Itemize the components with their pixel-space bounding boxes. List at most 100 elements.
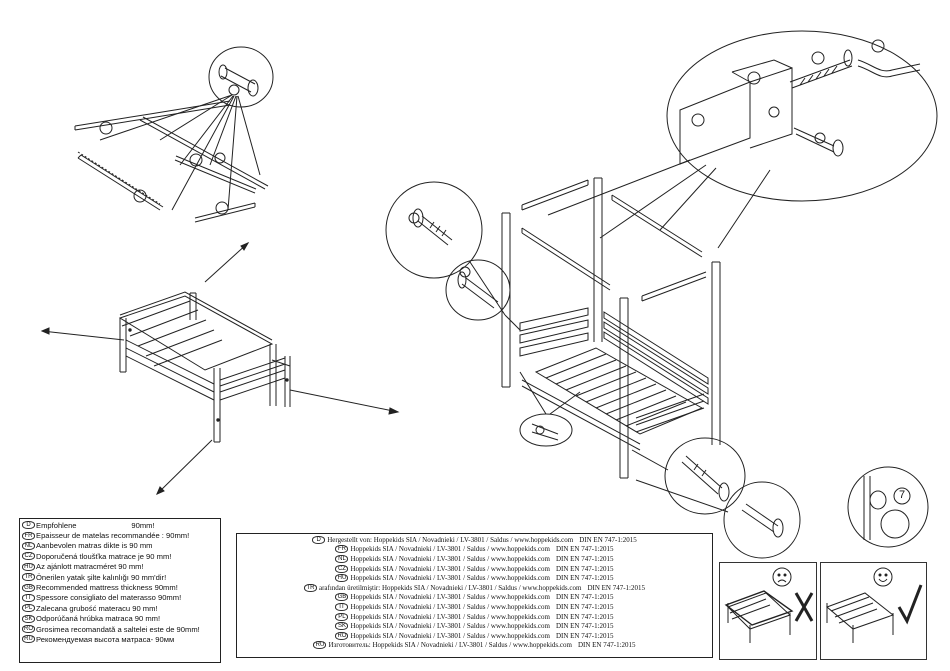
manufacturer-text: Изготовитель: Hoppekids SIA / Novadnieki… bbox=[328, 641, 572, 650]
country-code-badge: D bbox=[312, 535, 326, 544]
standard-label: DIN EN 747-1:2015 bbox=[587, 583, 646, 592]
country-code-badge: SK bbox=[335, 622, 349, 631]
bolt-zoom-mid bbox=[445, 259, 521, 331]
standard-label: DIN EN 747-1:2015 bbox=[555, 545, 614, 554]
standard-label: DIN EN 747-1:2015 bbox=[555, 593, 614, 602]
standard-label: DIN EN 747-1:2015 bbox=[555, 631, 614, 640]
country-code-badge: RU bbox=[22, 635, 35, 644]
country-code-badge: GB bbox=[335, 593, 349, 602]
manufacturer-text: arafından üretilmiştir: Hoppekids SIA / … bbox=[318, 583, 582, 592]
country-code-badge: RO bbox=[22, 625, 35, 634]
mattress-text: Doporučená tloušťka matrace je 90 mm! bbox=[36, 551, 172, 561]
bolt-zoom-bottom bbox=[635, 479, 801, 559]
bolt-zoom-bottom-right bbox=[631, 437, 746, 515]
country-code-badge: HU bbox=[22, 562, 35, 571]
rails-exploded bbox=[74, 100, 269, 223]
country-code-badge: IT bbox=[335, 602, 349, 611]
country-code-badge: CZ bbox=[22, 552, 35, 561]
manufacturer-text: Hoppekids SIA / Novadnieki / LV-3801 / S… bbox=[350, 564, 550, 573]
country-code-badge: TR bbox=[303, 583, 317, 592]
dowel-zoom-bottom bbox=[519, 371, 581, 447]
country-code-badge: GB bbox=[22, 583, 35, 592]
standard-label: DIN EN 747-1:2015 bbox=[555, 564, 614, 573]
assembled-bed bbox=[118, 291, 291, 443]
country-code-badge: NL bbox=[335, 554, 349, 563]
manufacturer-text: Hoppekids SIA / Novadnieki / LV-3801 / S… bbox=[350, 612, 550, 621]
country-code-badge: NL bbox=[22, 541, 35, 550]
right-mattress-panel bbox=[820, 562, 927, 660]
standard-label: DIN EN 747-1:2015 bbox=[579, 535, 637, 544]
standard-label: DIN EN 747-1:2015 bbox=[555, 602, 614, 611]
standard-label: DIN EN 747-1:2015 bbox=[555, 622, 614, 631]
mattress-text: Az ajánlott matracméret 90 mm! bbox=[36, 562, 144, 572]
country-code-badge: RU bbox=[313, 641, 327, 650]
happy-face-check-icon bbox=[826, 567, 923, 643]
mattress-text: Aanbevolen matras dikte is 90 mm bbox=[36, 541, 153, 551]
standard-label: DIN EN 747-1:2015 bbox=[555, 554, 614, 563]
mattress-text: Epaisseur de matelas recommandée : 90mm! bbox=[36, 531, 190, 541]
manufacturer-text: Hoppekids SIA / Novadnieki / LV-3801 / S… bbox=[350, 602, 550, 611]
standard-label: DIN EN 747-1:2015 bbox=[555, 574, 614, 583]
manufacturer-text: Hoppekids SIA / Novadnieki / LV-3801 / S… bbox=[350, 631, 550, 640]
country-code-badge: SK bbox=[22, 614, 35, 623]
standard-label: DIN EN 747-1:2015 bbox=[555, 612, 614, 621]
country-code-badge: PL bbox=[22, 604, 35, 613]
direction-arrows bbox=[40, 241, 400, 495]
mattress-text: Zalecana grubość materacu 90 mm! bbox=[36, 603, 158, 613]
manufacturer-text: Hoppekids SIA / Novadnieki / LV-3801 / S… bbox=[350, 554, 550, 563]
country-code-badge: D bbox=[22, 521, 35, 530]
bolt-zoom-bubble bbox=[547, 30, 938, 249]
exploded-bed bbox=[501, 177, 721, 479]
country-code-badge: PL bbox=[335, 612, 349, 621]
bolt-zoom-left bbox=[385, 181, 506, 316]
mattress-text: Recommended mattress thickness 90mm! bbox=[36, 583, 178, 593]
mattress-text: Spessore consigliato del materasso 90mm! bbox=[36, 593, 182, 603]
country-code-badge: RO bbox=[335, 631, 349, 640]
mattress-text: Önerilen yatak şilte kalınlığı 90 mm'dir… bbox=[36, 572, 167, 582]
country-code-badge: FR bbox=[335, 545, 349, 554]
country-code-badge: FR bbox=[22, 531, 35, 540]
country-code-badge: IT bbox=[22, 593, 35, 602]
manufacturer-text: Hoppekids SIA / Novadnieki / LV-3801 / S… bbox=[350, 574, 550, 583]
standard-label: DIN EN 747-1:2015 bbox=[577, 641, 636, 650]
country-code-badge: TR bbox=[22, 573, 35, 582]
manufacturer-text: Hoppekids SIA / Novadnieki / LV-3801 / S… bbox=[350, 593, 550, 602]
country-code-badge: HU bbox=[335, 574, 349, 583]
mattress-text: Empfohlene 90mm! bbox=[36, 520, 155, 530]
step-number-badge: 7 bbox=[898, 489, 906, 501]
manufacturer-text: Hergestellt von: Hoppekids SIA / Novadni… bbox=[327, 535, 574, 544]
wrong-mattress-panel bbox=[719, 562, 817, 660]
mattress-text: Odporúčaná hrúbka matraca 90 mm! bbox=[36, 614, 161, 624]
manufacturer-text: Hoppekids SIA / Novadnieki / LV-3801 / S… bbox=[350, 545, 550, 554]
country-code-badge: CZ bbox=[335, 564, 349, 573]
sad-face-cross-icon bbox=[724, 567, 814, 643]
step-circle bbox=[847, 466, 929, 548]
